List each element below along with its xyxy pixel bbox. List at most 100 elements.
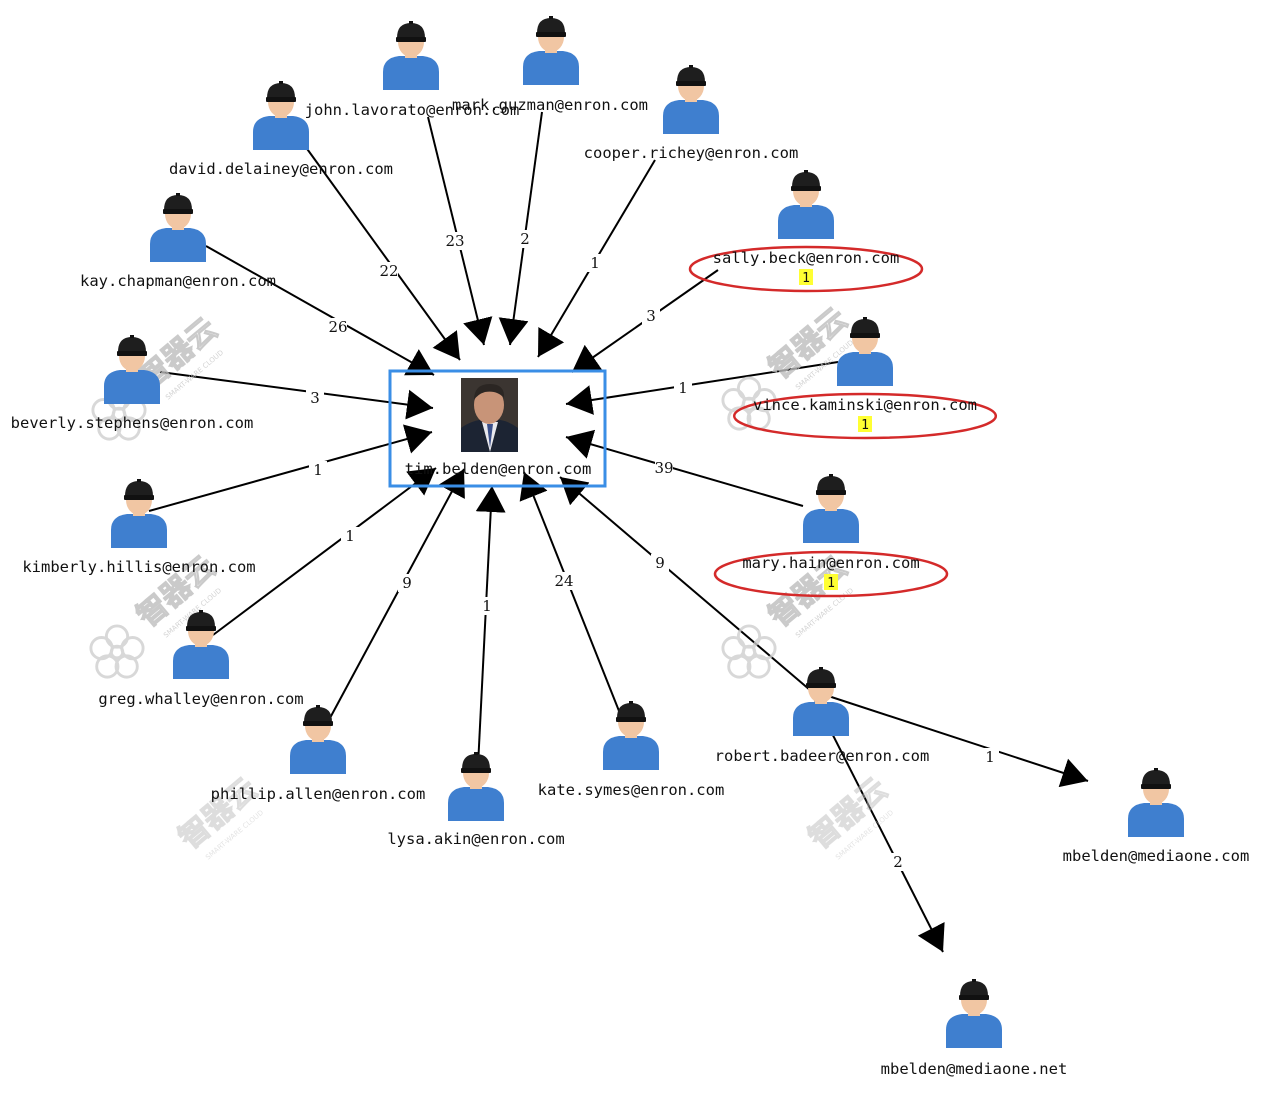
edge-line[interactable] [304,145,461,361]
edge-sally-center[interactable]: 3 [571,269,719,373]
node-label: sally.beck@enron.com [713,249,900,267]
edge-weight-label: 9 [655,554,665,572]
edge-line[interactable] [159,371,434,420]
node-mark[interactable]: mark.guzman@enron.com [452,16,648,114]
person-icon[interactable] [290,705,346,774]
edge-weight-label: 2 [520,230,530,248]
edge-weight-backdrop [642,307,660,325]
edge-line[interactable] [498,111,543,346]
edge-weight-label: 39 [654,459,673,477]
node-center[interactable]: tim.belden@enron.com [388,369,607,488]
edge-robert-mbcom[interactable]: 1 [809,689,1089,788]
badge-background [824,574,838,590]
edge-kate-center[interactable]: 24 [519,471,622,717]
count-badge: 1 [827,576,835,591]
person-icon[interactable] [778,170,834,239]
edge-line[interactable] [565,361,839,415]
edge-david-center[interactable]: 22 [304,145,461,361]
edge-cooper-center[interactable]: 1 [537,159,656,358]
edge-weight-backdrop [655,459,673,477]
edge-line[interactable] [565,429,804,507]
edge-robert-center[interactable]: 9 [559,476,811,691]
edge-weight-backdrop [329,318,347,336]
edge-weight-backdrop [516,230,534,248]
edge-weight-label: 3 [646,307,656,325]
edge-kimberly-center[interactable]: 1 [148,424,433,512]
node-robert[interactable]: robert.badeer@enron.com [715,667,930,765]
edge-weight-label: 26 [328,318,347,336]
node-mbcom[interactable]: mbelden@mediaone.com [1063,768,1250,865]
edge-weight-label: 2 [893,853,903,871]
node-beverly[interactable]: beverly.stephens@enron.com [11,335,254,432]
node-label: cooper.richey@enron.com [584,144,799,162]
edge-weight-label: 1 [678,379,688,397]
edge-weight-backdrop [309,461,327,479]
node-label: mark.guzman@enron.com [452,96,648,114]
node-kay[interactable]: kay.chapman@enron.com [80,193,276,290]
node-label: david.delainey@enron.com [169,160,393,178]
edge-line[interactable] [809,689,1089,788]
edge-lysa-center[interactable]: 1 [475,485,506,767]
highlight-ellipse [688,245,924,293]
edge-weight-label: 9 [402,574,412,592]
person-icon[interactable] [1128,768,1184,837]
node-label: mary.hain@enron.com [742,554,919,572]
person-icon[interactable] [448,752,504,821]
edge-weight-backdrop [674,379,692,397]
node-mbnet[interactable]: mbelden@mediaone.net [881,979,1068,1078]
edge-weight-backdrop [380,262,398,280]
edge-john-center[interactable]: 23 [427,116,493,346]
node-label: kimberly.hillis@enron.com [22,558,255,576]
person-icon[interactable] [793,667,849,736]
person-icon[interactable] [111,479,167,548]
badge-background [858,416,872,432]
edge-mary-center[interactable]: 39 [565,429,804,507]
edge-mark-center[interactable]: 2 [498,111,543,346]
person-icon[interactable] [383,21,439,90]
edge-weight-backdrop [446,232,464,250]
node-label: mbelden@mediaone.com [1063,847,1250,865]
person-icon[interactable] [803,474,859,543]
edge-weight-backdrop [555,572,573,590]
node-kate[interactable]: kate.symes@enron.com [538,701,725,799]
node-mary[interactable]: mary.hain@enron.com 1 [713,474,949,598]
edge-phillip-center[interactable]: 9 [329,468,465,719]
edge-line[interactable] [329,468,465,719]
badge-background [799,269,813,285]
person-icon[interactable] [253,81,309,150]
edge-line[interactable] [475,485,506,767]
edge-beverly-center[interactable]: 3 [159,371,434,420]
count-badge: 1 [861,418,869,433]
edge-greg-center[interactable]: 1 [212,467,437,636]
edge-weight-label: 1 [313,461,323,479]
photo-portrait-icon[interactable] [461,378,518,452]
edge-line[interactable] [205,245,435,376]
edge-weight-backdrop [981,748,999,766]
person-icon[interactable] [150,193,206,262]
edge-line[interactable] [427,116,493,346]
edge-line[interactable] [212,467,437,636]
edge-vince-center[interactable]: 1 [565,361,839,415]
person-icon[interactable] [603,701,659,770]
person-icon[interactable] [946,979,1002,1048]
node-kimberly[interactable]: kimberly.hillis@enron.com [22,479,256,576]
node-cooper[interactable]: cooper.richey@enron.com [584,65,799,162]
node-lysa[interactable]: lysa.akin@enron.com [387,752,565,848]
highlight-ellipse [732,392,998,440]
node-david[interactable]: david.delainey@enron.com [169,81,393,178]
edge-line[interactable] [519,471,622,717]
center-node-label: tim.belden@enron.com [405,460,592,478]
edge-kay-center[interactable]: 26 [205,245,435,376]
edge-line[interactable] [559,476,811,691]
edge-line[interactable] [148,424,433,512]
node-label: kay.chapman@enron.com [80,272,276,290]
person-icon[interactable] [663,65,719,134]
node-greg[interactable]: greg.whalley@enron.com [98,610,304,708]
node-phillip[interactable]: phillip.allen@enron.com [211,705,426,803]
node-john[interactable]: john.lavorato@enron.com [305,21,520,119]
person-icon[interactable] [523,16,579,85]
